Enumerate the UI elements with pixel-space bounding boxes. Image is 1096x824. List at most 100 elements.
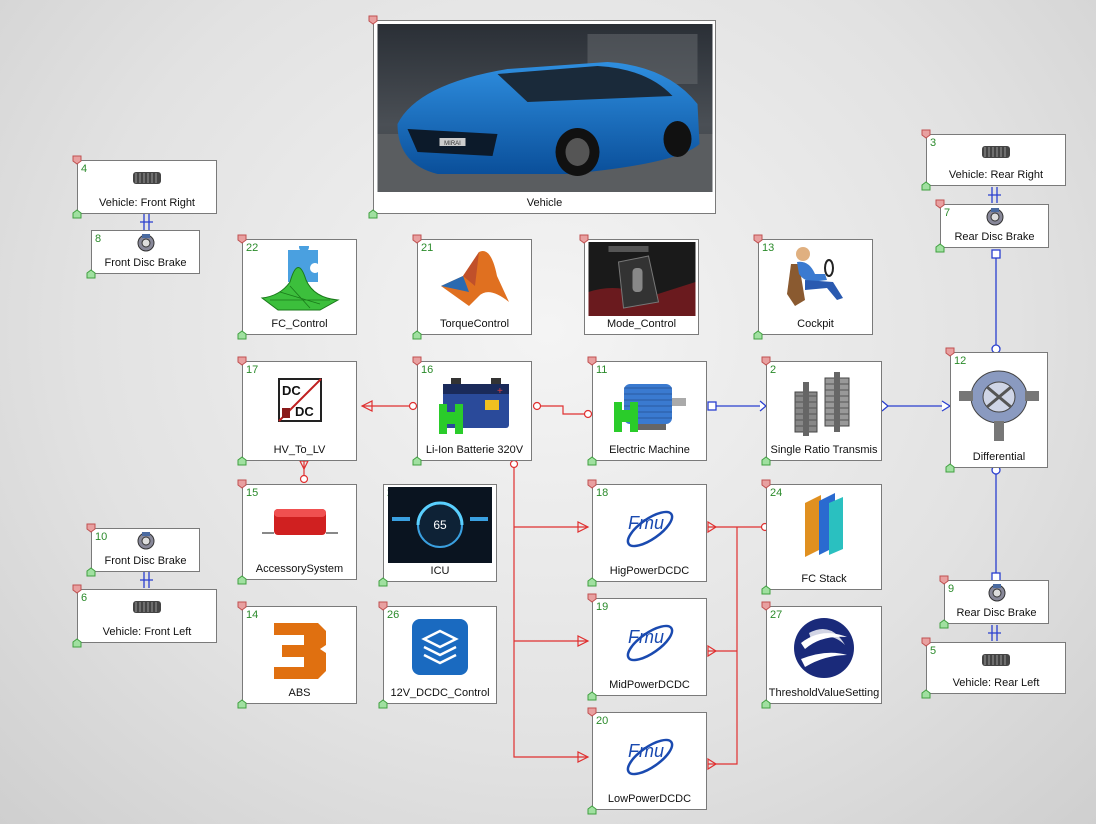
block-label: Vehicle: Front Left [102, 626, 192, 638]
disc-brake-icon [137, 532, 154, 550]
pin-icon [378, 699, 388, 709]
block-label: Vehicle: Front Right [99, 197, 195, 209]
pin-icon [368, 15, 378, 25]
block-number: 16 [421, 364, 434, 376]
block-number: 5 [930, 645, 937, 657]
block-number: 2 [770, 364, 777, 376]
pin-icon [86, 269, 96, 279]
driver-icon [786, 247, 843, 306]
block-vehicle-front-right[interactable]: 4 Vehicle: Front Right [72, 155, 217, 219]
block-torque-control[interactable]: 21 TorqueControl [412, 234, 532, 340]
block-number: 12 [954, 355, 967, 367]
block-front-disc-brake-left[interactable]: 10 Front Disc Brake [86, 523, 200, 577]
block-front-disc-brake-right[interactable]: 8 Front Disc Brake [86, 230, 200, 279]
svg-text:Fmu: Fmu [628, 513, 664, 533]
block-icu[interactable]: 23 65 ICU [378, 484, 497, 587]
block-fc-control[interactable]: 22 FC_Control [237, 234, 357, 340]
block-vehicle[interactable]: 1 MIRAI Vehicle [368, 15, 716, 219]
block-label: Vehicle [526, 197, 563, 209]
block-vehicle-front-left[interactable]: 6 Vehicle: Front Left [72, 584, 217, 648]
block-single-ratio-transmission[interactable]: 2 Single Ratio Transmis [761, 356, 882, 466]
pin-icon [378, 601, 388, 611]
pin-icon [761, 479, 771, 489]
wire-battery-dcdc [513, 462, 588, 758]
pin-icon [761, 456, 771, 466]
wire-dcdc-fcstack [708, 526, 762, 765]
pin-icon [921, 689, 931, 699]
pin-icon [587, 577, 597, 587]
block-label: ABS [288, 687, 311, 699]
block-high-power-dcdc[interactable]: 18 Fmu HigPowerDCDC [587, 479, 707, 587]
svg-text:Fmu: Fmu [628, 741, 664, 761]
abs-logo-icon [273, 623, 326, 679]
svg-text:DC: DC [282, 383, 301, 398]
svg-text:+: + [497, 386, 503, 397]
pin-icon [86, 567, 96, 577]
pin-icon [921, 181, 931, 191]
chip-logo-icon [412, 619, 468, 675]
pin-icon [587, 356, 597, 366]
block-hv-to-lv[interactable]: 17 DC DC HV_To_LV [237, 356, 357, 466]
block-rear-disc-brake-right[interactable]: 7 Rear Disc Brake [935, 199, 1049, 253]
block-label: ICU [430, 565, 450, 577]
pin-icon [587, 456, 597, 466]
pin-icon [237, 356, 247, 366]
block-mid-power-dcdc[interactable]: 19 Fmu MidPowerDCDC [587, 593, 707, 701]
block-mode-control[interactable]: 25 Mode_Control [579, 234, 699, 335]
block-rear-disc-brake-left[interactable]: 9 Rear Disc Brake [939, 575, 1049, 629]
block-li-ion-battery[interactable]: 16 + Li-Ion Batterie 320V [412, 356, 532, 466]
block-label: Single Ratio Transmis [770, 444, 878, 456]
pin-icon [587, 805, 597, 815]
pin-icon [935, 243, 945, 253]
car-photo-icon: MIRAI [377, 24, 712, 192]
fuel-cell-stack-icon [805, 493, 843, 557]
pin-icon [86, 523, 96, 533]
block-number: 6 [81, 592, 88, 604]
differential-icon [959, 370, 1039, 441]
pin-icon [945, 463, 955, 473]
block-low-power-dcdc[interactable]: 20 Fmu LowPowerDCDC [587, 707, 707, 815]
block-electric-machine[interactable]: 11 Electric Machine [587, 356, 707, 466]
svg-text:DC: DC [295, 404, 314, 419]
pin-icon [753, 330, 763, 340]
block-differential[interactable]: 12 Differential [945, 347, 1048, 473]
block-cockpit[interactable]: 13 Cockpit [753, 234, 873, 340]
block-label: Cockpit [797, 318, 834, 330]
block-accessory-system[interactable]: 15 AccessorySystem [237, 479, 357, 585]
block-label: MidPowerDCDC [609, 679, 690, 691]
block-label: Rear Disc Brake [954, 231, 1035, 243]
car-plate: MIRAI [444, 141, 461, 147]
pin-icon [378, 577, 388, 587]
pin-icon [72, 584, 82, 594]
pin-icon [412, 330, 422, 340]
disc-brake-icon [988, 584, 1005, 602]
dashboard-cluster-icon: 65 [388, 487, 492, 563]
puzzle-surface-icon [260, 246, 340, 311]
tire-icon [133, 172, 161, 184]
block-number: 19 [596, 601, 609, 613]
block-label: HigPowerDCDC [609, 565, 690, 577]
wire-battery-motor [537, 405, 588, 415]
block-fc-stack[interactable]: 24 FC Stack [761, 479, 882, 595]
block-number: 3 [930, 137, 937, 149]
fmu-icon: Fmu [626, 510, 673, 548]
block-number: 14 [246, 609, 259, 621]
block-abs[interactable]: 14 ABS [237, 601, 357, 709]
block-threshold-value-setting[interactable]: 27 ThresholdValueSetting [761, 601, 882, 709]
electric-motor-icon [613, 384, 686, 432]
block-vehicle-rear-right[interactable]: 3 Vehicle: Rear Right [921, 129, 1066, 191]
pin-icon [368, 209, 378, 219]
block-12v-dcdc-control[interactable]: 26 12V_DCDC_Control [378, 601, 497, 709]
block-number: 10 [95, 531, 108, 543]
block-number: 4 [81, 163, 88, 175]
pin-icon [939, 575, 949, 585]
pin-icon [412, 234, 422, 244]
tire-icon [982, 654, 1010, 666]
block-vehicle-rear-left[interactable]: 5 Vehicle: Rear Left [921, 637, 1066, 699]
swirl-logo-icon [794, 618, 854, 678]
block-label: Vehicle: Rear Right [948, 169, 1044, 181]
block-label: Front Disc Brake [104, 555, 187, 567]
pin-icon [945, 347, 955, 357]
dcdc-converter-icon: DC DC [277, 378, 322, 422]
